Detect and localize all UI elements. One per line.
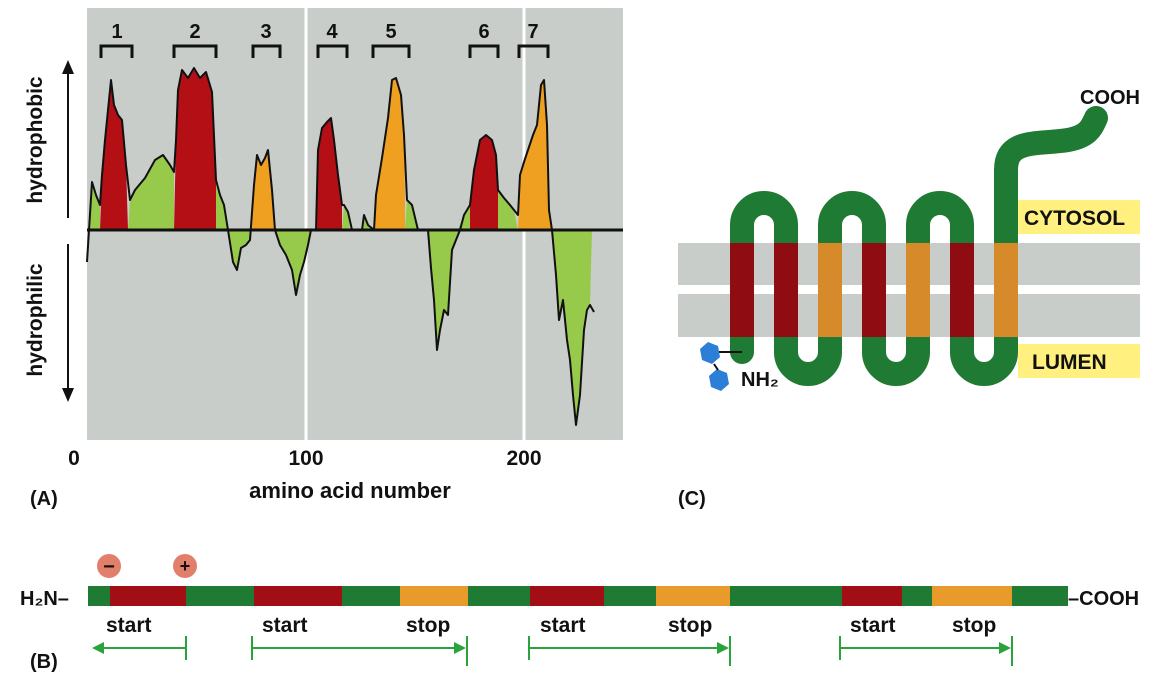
arrow-head-right bbox=[999, 642, 1011, 654]
hydrophilic-region bbox=[275, 230, 311, 295]
transmembrane-segment-1 bbox=[100, 80, 128, 230]
n-terminus-label: H₂N– bbox=[20, 588, 69, 610]
stop-transfer-segment bbox=[400, 586, 468, 606]
y-axis-arrows bbox=[62, 60, 74, 402]
signal-label: stop bbox=[406, 614, 450, 637]
segment-number: 3 bbox=[260, 21, 271, 43]
bracket-4 bbox=[316, 44, 349, 58]
bracket-3 bbox=[251, 44, 282, 58]
minus-sign: − bbox=[103, 556, 115, 578]
x-tick-label: 0 bbox=[68, 447, 80, 470]
panel-a-hydropathy-plot: 1 2 3 4 5 6 7 hydrophobic hydrophilic 0 … bbox=[24, 8, 623, 510]
arrow-head-right bbox=[454, 642, 466, 654]
start-signal-segment bbox=[254, 586, 342, 606]
x-tick-label: 100 bbox=[288, 447, 323, 470]
nh2-label: NH₂ bbox=[741, 369, 779, 391]
helix-3 bbox=[818, 243, 842, 337]
cytosol-label: CYTOSOL bbox=[1024, 207, 1125, 230]
translocation-arrows bbox=[92, 636, 1013, 666]
hydropathy-profile-line bbox=[86, 67, 595, 426]
segment-brackets bbox=[99, 44, 550, 58]
hydrophilic-region bbox=[498, 190, 518, 230]
arrow-head-right bbox=[717, 642, 729, 654]
lumen-label-box bbox=[1018, 344, 1140, 378]
signal-label: start bbox=[540, 614, 586, 637]
panel-b-linear-sequence: H₂N– –COOH − + start start stop start st… bbox=[20, 554, 1139, 673]
bracket-5 bbox=[371, 44, 411, 58]
signal-label: stop bbox=[952, 614, 996, 637]
arrow-head-left bbox=[92, 642, 104, 654]
hydrophilic-region bbox=[128, 155, 174, 230]
glycan-link bbox=[713, 363, 719, 371]
transmembrane-segment-4 bbox=[316, 118, 342, 230]
negative-charge bbox=[97, 554, 121, 578]
hydrophilic-region bbox=[552, 230, 592, 425]
sugar-hexagon bbox=[709, 369, 729, 391]
hydrophobic-arrowhead bbox=[62, 60, 74, 74]
helix-4 bbox=[862, 243, 886, 337]
helix-1 bbox=[730, 243, 754, 337]
segment-number: 5 bbox=[385, 21, 396, 43]
helix-7 bbox=[994, 243, 1018, 337]
panel-label-c: (C) bbox=[678, 488, 706, 510]
segment-number: 7 bbox=[527, 21, 538, 43]
hydrophilic-arrowhead bbox=[62, 388, 74, 402]
segment-number: 4 bbox=[326, 21, 338, 43]
panel-c-membrane-topology: CYTOSOL LUMEN NH₂ COOH (C) bbox=[678, 87, 1140, 510]
bracket-7 bbox=[517, 44, 550, 58]
start-signal-segment bbox=[110, 586, 186, 606]
transmembrane-segment-5 bbox=[374, 78, 405, 230]
cooh-label: COOH bbox=[1080, 87, 1140, 109]
transmembrane-segment-2 bbox=[174, 68, 216, 230]
sugar-hexagon bbox=[700, 342, 720, 364]
segment-number: 2 bbox=[189, 21, 200, 43]
helix-6 bbox=[950, 243, 974, 337]
panel-label-a: (A) bbox=[30, 488, 58, 510]
segment-number: 6 bbox=[478, 21, 489, 43]
stop-transfer-segment bbox=[932, 586, 1012, 606]
stop-transfer-segment bbox=[656, 586, 730, 606]
signal-label: stop bbox=[668, 614, 712, 637]
panel-label-b: (B) bbox=[30, 651, 58, 673]
positive-charge bbox=[173, 554, 197, 578]
y-label-hydrophobic: hydrophobic bbox=[24, 76, 47, 203]
plus-sign: + bbox=[180, 556, 191, 576]
signal-label: start bbox=[262, 614, 308, 637]
signal-label: start bbox=[850, 614, 896, 637]
signal-label: start bbox=[106, 614, 152, 637]
start-signal-segment bbox=[842, 586, 902, 606]
hydrophilic-region bbox=[342, 205, 350, 230]
protein-chain bbox=[730, 106, 1108, 386]
glycan bbox=[700, 342, 742, 391]
transmembrane-helices bbox=[730, 243, 1018, 337]
hydrophilic-region bbox=[405, 200, 418, 230]
x-axis-label: amino acid number bbox=[249, 478, 451, 503]
y-label-hydrophilic: hydrophilic bbox=[24, 263, 47, 376]
helix-2 bbox=[774, 243, 798, 337]
bracket-1 bbox=[99, 44, 134, 58]
transmembrane-segment-7 bbox=[518, 80, 552, 230]
lumen-label: LUMEN bbox=[1032, 351, 1107, 374]
bracket-2 bbox=[172, 44, 218, 58]
helix-5 bbox=[906, 243, 930, 337]
start-signal-segment bbox=[530, 586, 604, 606]
bracket-6 bbox=[468, 44, 500, 58]
x-tick-label: 200 bbox=[506, 447, 541, 470]
c-terminus-label: –COOH bbox=[1068, 588, 1139, 610]
cytosol-label-box bbox=[1018, 200, 1140, 234]
segment-number: 1 bbox=[111, 21, 122, 43]
